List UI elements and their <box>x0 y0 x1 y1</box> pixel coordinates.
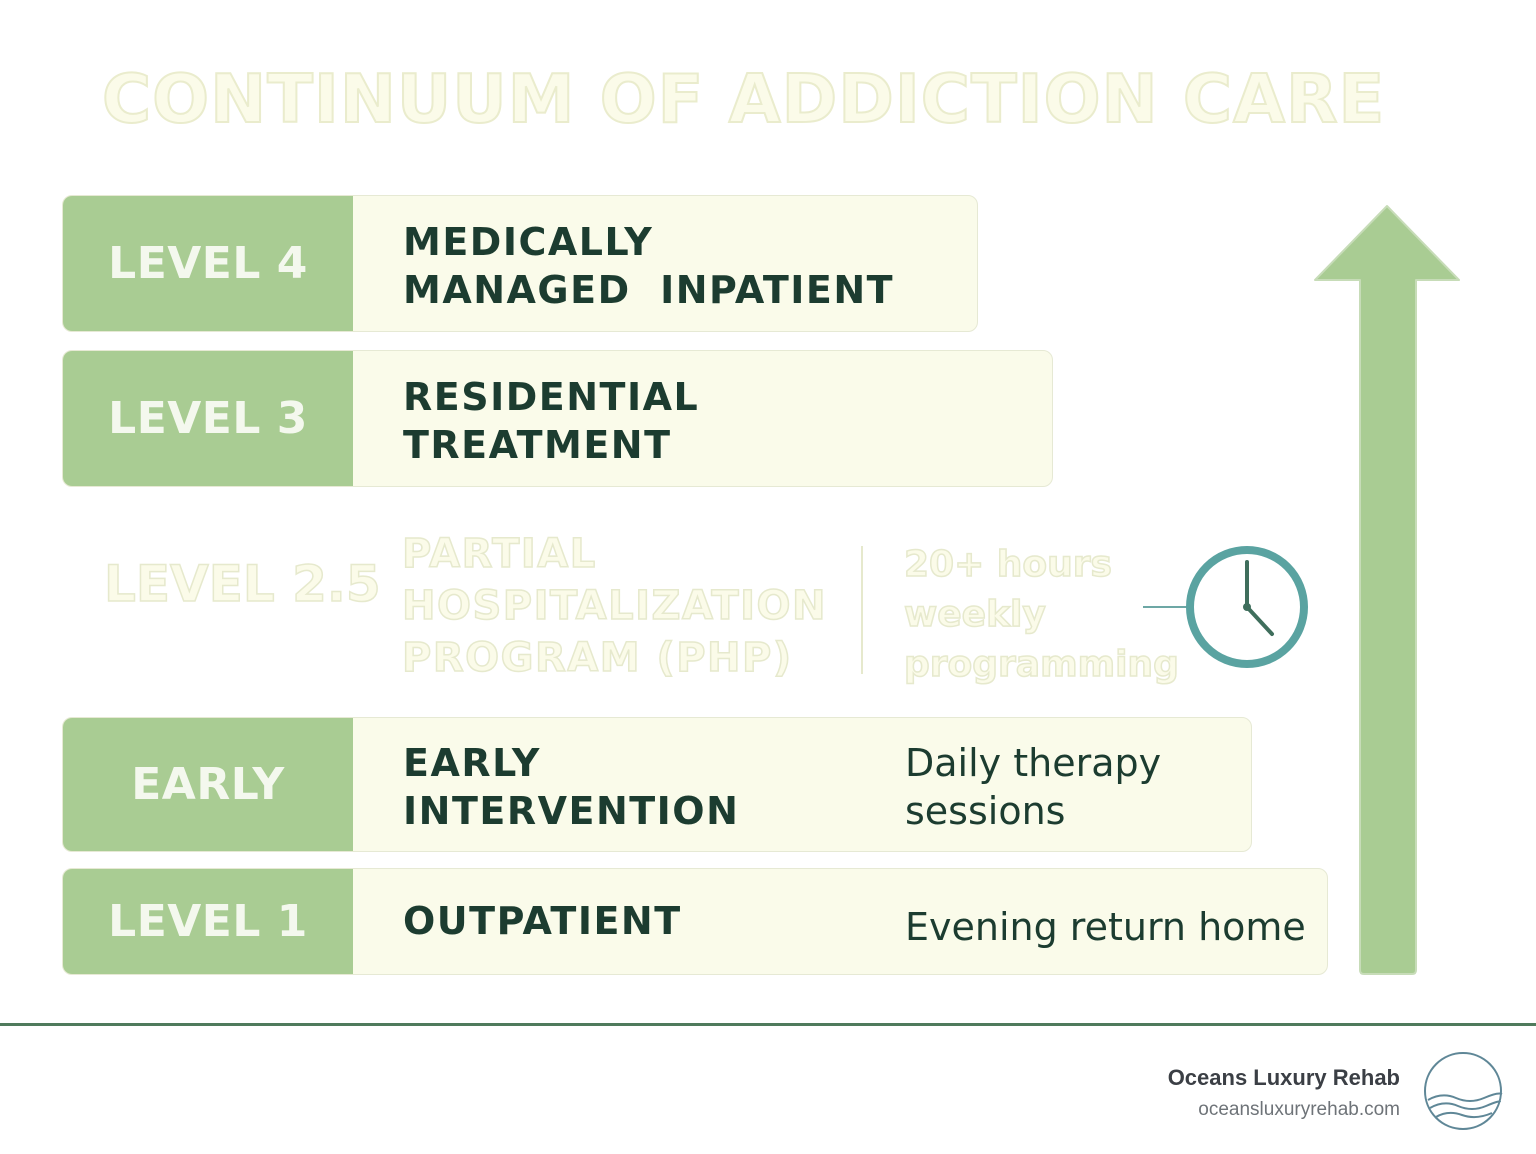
footer-brand: Oceans Luxury Rehab oceansluxuryrehab.co… <box>1168 1063 1400 1127</box>
level-3-row: LEVEL 3 RESIDENTIAL TREATMENT <box>62 350 1053 487</box>
level-name-line: MEDICALLY <box>403 220 654 264</box>
level-tag: LEVEL 3 <box>63 351 353 486</box>
level-name: OUTPATIENT <box>403 899 682 943</box>
level-name-line: EARLY <box>403 741 541 785</box>
level-note: Evening return home <box>905 905 1306 949</box>
level-name: MEDICALLY MANAGED INPATIENT <box>403 218 894 314</box>
level-note: Daily therapy sessions <box>905 739 1161 835</box>
level-name: EARLY INTERVENTION <box>403 739 739 835</box>
level-note-line: Daily therapy <box>905 741 1162 785</box>
level-name-line: TREATMENT <box>403 423 672 467</box>
level-note-line: sessions <box>905 789 1066 833</box>
level-tag: EARLY <box>63 718 353 851</box>
clock-connector <box>1143 606 1189 608</box>
up-arrow-icon <box>1314 205 1460 975</box>
footer-divider <box>0 1023 1536 1026</box>
level-4-row: LEVEL 4 MEDICALLY MANAGED INPATIENT <box>62 195 978 332</box>
level-name-line: RESIDENTIAL <box>403 375 700 419</box>
level-name-line: HOSPITALIZATION <box>401 582 827 630</box>
page-title: CONTINUUM OF ADDICTION CARE <box>101 59 1386 139</box>
brand-name: Oceans Luxury Rehab <box>1167 1065 1400 1090</box>
level-note-line: 20+ hours <box>903 543 1112 586</box>
level-1-row: LEVEL 1 OUTPATIENT Evening return home <box>62 868 1328 975</box>
clock-icon <box>1186 546 1308 668</box>
level-tag: LEVEL 2.5 <box>103 554 381 614</box>
level-tag: LEVEL 4 <box>63 196 353 331</box>
level-note: 20+ hours weekly programming <box>903 540 1179 690</box>
brand-url[interactable]: oceansluxuryrehab.com <box>1198 1099 1400 1120</box>
level-name-line: INTERVENTION <box>403 789 740 833</box>
early-intervention-row: EARLY EARLY INTERVENTION Daily therapy s… <box>62 717 1252 852</box>
level-name: RESIDENTIAL TREATMENT <box>403 373 699 469</box>
level-name-line: PARTIAL <box>401 530 597 578</box>
level-name-line: PROGRAM (PHP) <box>401 634 793 682</box>
level-name: PARTIAL HOSPITALIZATION PROGRAM (PHP) <box>401 528 827 684</box>
level-tag: LEVEL 1 <box>63 869 353 974</box>
divider <box>861 546 863 674</box>
level-note-line: weekly <box>903 593 1046 636</box>
level-name-line: MANAGED INPATIENT <box>403 268 895 312</box>
ocean-wave-logo-icon <box>1424 1052 1503 1130</box>
level-note-line: programming <box>903 643 1179 686</box>
